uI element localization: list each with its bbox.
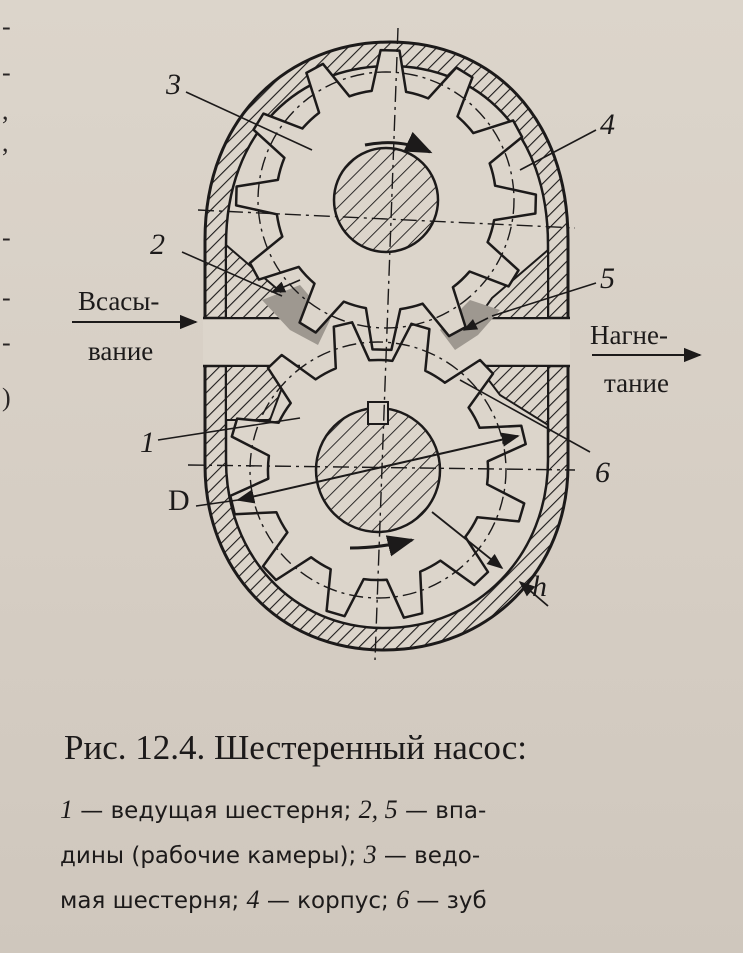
suction-label-line1: Всасы- (78, 286, 159, 316)
clearance-arrow-outer (518, 580, 549, 607)
caption-text: — впа- (397, 798, 487, 824)
caption-text: — зуб (409, 888, 487, 914)
caption-text: — корпус; (259, 888, 397, 914)
drive-shaft (314, 406, 442, 534)
margin-marks: - - , , - - - ) (0, 0, 30, 420)
caption-num: 3 (363, 840, 377, 869)
shaft-key (367, 401, 389, 425)
discharge-label-line1: Нагне- (590, 320, 668, 350)
discharge-label-line2: тание (604, 368, 669, 398)
caption-line: дины (рабочие камеры); 3 — ведо- (60, 833, 690, 878)
caption-line: мая шестерня; 4 — корпус; 6 — зуб (60, 878, 690, 923)
label-6: 6 (595, 456, 610, 489)
label-1: 1 (140, 426, 155, 459)
margin-mark: ) (2, 383, 11, 412)
gear-pump-diagram: 3 4 2 5 1 6 D h Всасы- вание Нагне- тани… (72, 27, 702, 661)
caption-num: 2, 5 (358, 795, 398, 824)
caption-num: 1 (60, 795, 73, 824)
driven-shaft (332, 146, 440, 254)
caption-num: 4 (246, 885, 260, 914)
label-3: 3 (165, 68, 181, 101)
d-leader (195, 499, 239, 507)
margin-mark: - (2, 223, 11, 252)
caption-text: мая шестерня; (60, 888, 247, 914)
figure-caption-title: Рис. 12.4. Шестеренный насос: (64, 728, 527, 767)
label-5: 5 (600, 262, 615, 295)
discharge-port (475, 247, 570, 427)
margin-mark: , (2, 96, 9, 125)
suction-label-line2: вание (88, 336, 153, 366)
label-2: 2 (150, 228, 165, 261)
pitch-circle-top (257, 71, 515, 329)
margin-mark: - (2, 283, 11, 312)
caption-text: — ведо- (376, 843, 481, 869)
leader-lines (157, 91, 597, 453)
label-D: D (168, 484, 190, 517)
caption-num: 6 (396, 885, 410, 914)
rotation-arrow-bottom (349, 535, 415, 557)
diameter-line (236, 432, 520, 504)
margin-mark: , (2, 128, 9, 157)
margin-mark: - (2, 12, 11, 41)
rotation-arrow-top (364, 131, 433, 154)
caption-text: — ведущая шестерня; (73, 798, 359, 824)
label-4: 4 (600, 108, 615, 141)
margin-mark: - (2, 58, 11, 87)
clearance-arrow (431, 511, 504, 570)
figure-caption-legend: 1 — ведущая шестерня; 2, 5 — впа- дины (… (60, 788, 690, 923)
margin-mark: - (2, 328, 11, 357)
label-h: h (532, 570, 547, 603)
caption-line: 1 — ведущая шестерня; 2, 5 — впа- (60, 788, 690, 833)
caption-text: дины (рабочие камеры); (60, 843, 364, 869)
